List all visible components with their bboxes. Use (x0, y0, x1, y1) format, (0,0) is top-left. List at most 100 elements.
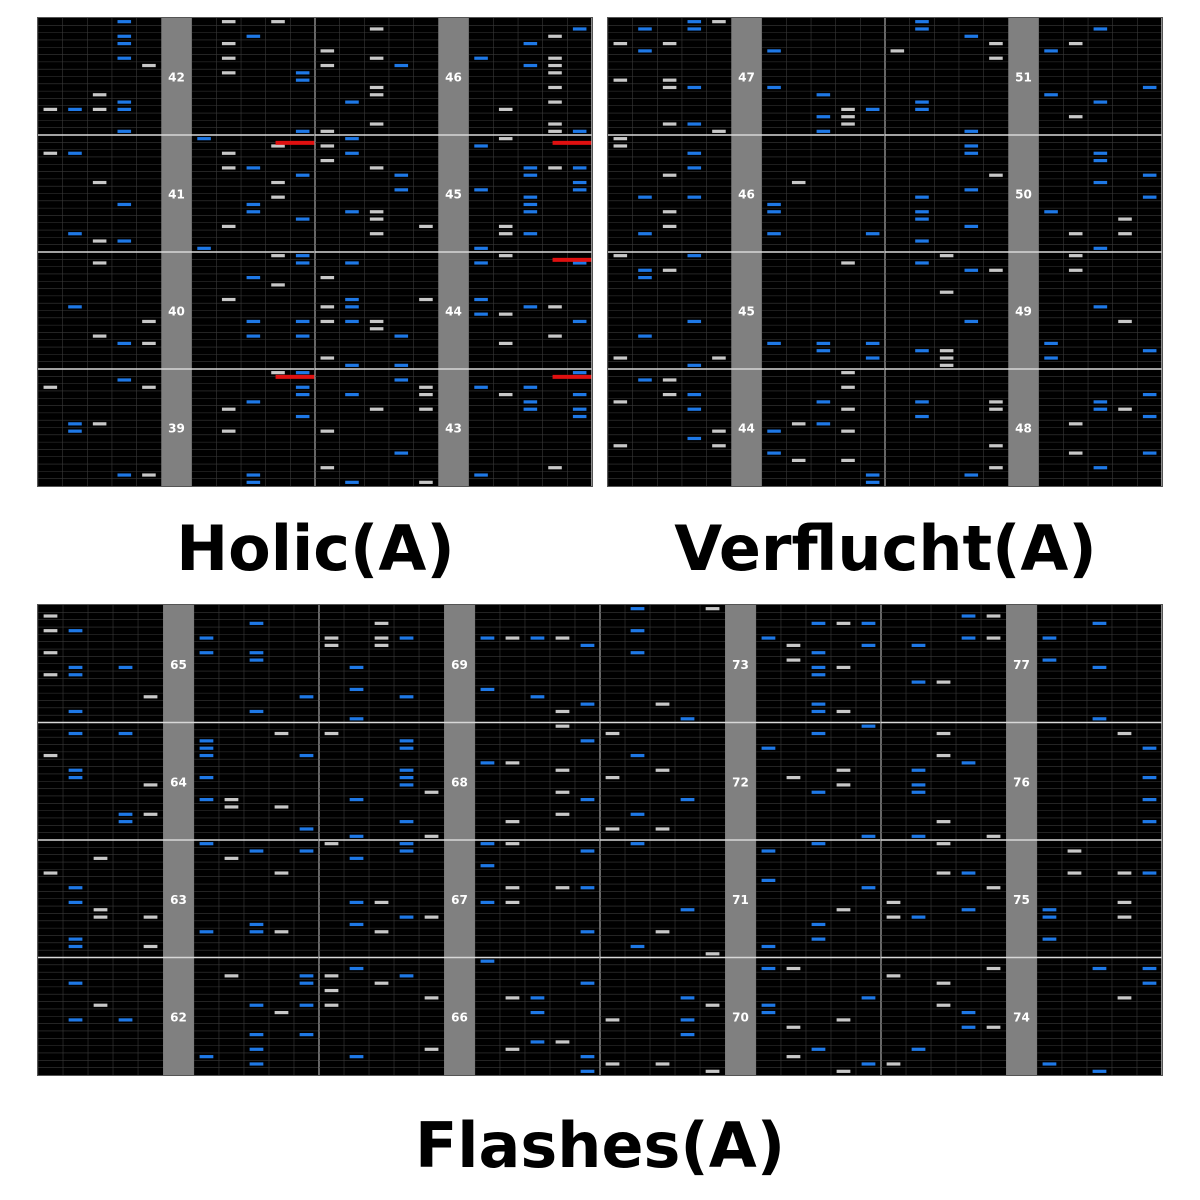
white-note (655, 827, 670, 831)
white-note (1068, 41, 1083, 46)
blue-note (865, 473, 880, 477)
white-note (936, 871, 951, 875)
blue-note (580, 849, 595, 853)
white-note (836, 1069, 851, 1073)
blue-note (572, 166, 587, 170)
white-note (274, 930, 289, 934)
blue-note (299, 827, 314, 831)
white-note (221, 151, 236, 155)
white-note (224, 856, 239, 860)
blue-note (117, 129, 132, 133)
blue-note (572, 188, 587, 192)
blue-note (249, 621, 264, 625)
blue-note (199, 798, 214, 802)
white-note (498, 341, 513, 346)
blue-note (295, 173, 310, 177)
blue-note (295, 71, 310, 75)
blue-note (523, 166, 538, 170)
white-note (369, 122, 384, 126)
measure-number: 48 (1015, 422, 1032, 436)
blue-note (118, 731, 133, 736)
white-note (424, 996, 439, 1000)
blue-note (630, 651, 645, 655)
white-note (555, 790, 570, 794)
white-note (662, 173, 677, 177)
blue-note (1092, 966, 1107, 971)
white-note (662, 210, 677, 214)
blue-note (349, 856, 364, 860)
blue-note (246, 202, 261, 207)
blue-note (680, 717, 695, 721)
white-note (936, 820, 951, 824)
blue-note (638, 27, 652, 31)
blue-note (811, 621, 826, 625)
blue-note (572, 129, 587, 133)
blue-note (687, 20, 702, 24)
blue-note (1044, 341, 1058, 346)
white-note (936, 981, 951, 985)
blue-note (345, 363, 359, 367)
measure-number: 70 (732, 1010, 749, 1024)
measure-number: 76 (1013, 775, 1030, 789)
white-note (320, 63, 335, 68)
blue-note (1042, 636, 1057, 640)
white-note (142, 473, 156, 477)
white-note (555, 636, 570, 640)
white-note (986, 886, 1001, 890)
blue-note (638, 232, 652, 236)
blue-note (480, 842, 495, 846)
blue-note (68, 768, 83, 772)
mine-marker (275, 140, 315, 145)
white-note (555, 709, 570, 714)
white-note (655, 702, 670, 706)
white-note (224, 974, 239, 978)
white-note (1117, 871, 1132, 875)
blue-note (1093, 100, 1108, 104)
blue-note (199, 930, 214, 934)
white-note (92, 107, 107, 112)
measure-number: 51 (1015, 71, 1032, 85)
measure-number: 50 (1015, 188, 1032, 202)
blue-note (964, 34, 979, 38)
measure-number: 62 (170, 1010, 187, 1024)
blue-note (687, 151, 702, 155)
white-note (1117, 996, 1132, 1000)
blue-note (964, 473, 979, 477)
measure-number: 64 (170, 775, 187, 789)
white-note (324, 731, 339, 736)
white-note (1068, 422, 1083, 426)
blue-note (580, 1055, 595, 1059)
blue-note (1042, 658, 1057, 662)
white-note (836, 783, 851, 787)
white-note (662, 224, 677, 229)
white-note (986, 614, 1001, 618)
white-note (791, 180, 806, 185)
blue-note (630, 607, 645, 611)
blue-note (523, 173, 538, 177)
blue-note (687, 122, 702, 126)
blue-note (915, 27, 929, 31)
white-note (419, 407, 433, 411)
blue-note (911, 680, 926, 684)
white-note (324, 988, 339, 993)
blue-note (345, 210, 359, 214)
white-note (369, 56, 384, 60)
white-note (498, 392, 513, 397)
blue-note (68, 107, 82, 112)
blue-note (68, 981, 83, 985)
blue-note (117, 20, 132, 24)
white-note (555, 812, 570, 816)
white-note (374, 636, 389, 640)
blue-note (687, 166, 702, 170)
white-note (505, 886, 520, 890)
blue-note (246, 34, 261, 38)
white-note (221, 166, 236, 170)
blue-note (249, 1003, 264, 1007)
white-note (92, 93, 107, 97)
white-note (221, 20, 236, 24)
blue-note (345, 100, 359, 104)
white-note (548, 334, 562, 338)
white-note (43, 753, 58, 758)
blue-note (811, 651, 826, 655)
